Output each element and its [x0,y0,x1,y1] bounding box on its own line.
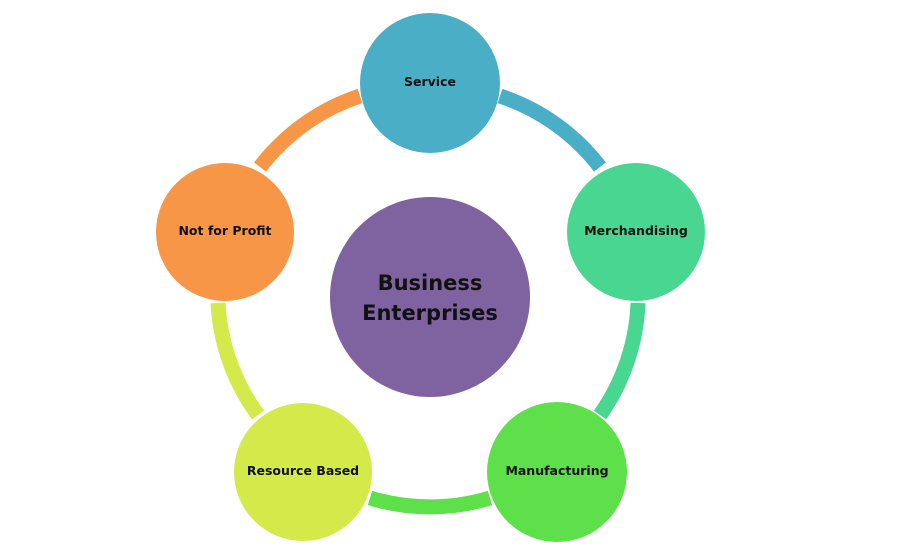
node-manufacturing-label: Manufacturing [505,463,608,478]
node-manufacturing: Manufacturing [487,402,627,542]
node-resource-based-circle [234,403,372,541]
node-service: Service [360,13,500,153]
center-circle [330,197,530,397]
arc-resource-based-to-not-for-profit [210,302,265,420]
arc-manufacturing-to-resource-based [367,490,493,515]
node-manufacturing-circle [487,402,627,542]
node-merchandising-circle [567,163,705,301]
node-not-for-profit-label: Not for Profit [178,223,271,238]
center-title-line-2: Enterprises [362,301,498,325]
node-not-for-profit-circle [156,163,294,301]
node-merchandising: Merchandising [567,163,705,301]
connector-arcs [210,88,646,515]
arc-service-to-merchandising [497,88,606,172]
node-resource-based: Resource Based [234,403,372,541]
node-not-for-profit: Not for Profit [156,163,294,301]
node-resource-based-label: Resource Based [247,463,359,478]
node-service-label: Service [404,74,456,89]
node-merchandising-label: Merchandising [584,223,688,238]
center-title-line-1: Business [378,271,483,295]
arc-not-for-profit-to-service [254,88,363,172]
arc-merchandising-to-manufacturing [593,302,646,420]
center-hub: Business Enterprises [330,197,530,397]
node-service-circle [360,13,500,153]
